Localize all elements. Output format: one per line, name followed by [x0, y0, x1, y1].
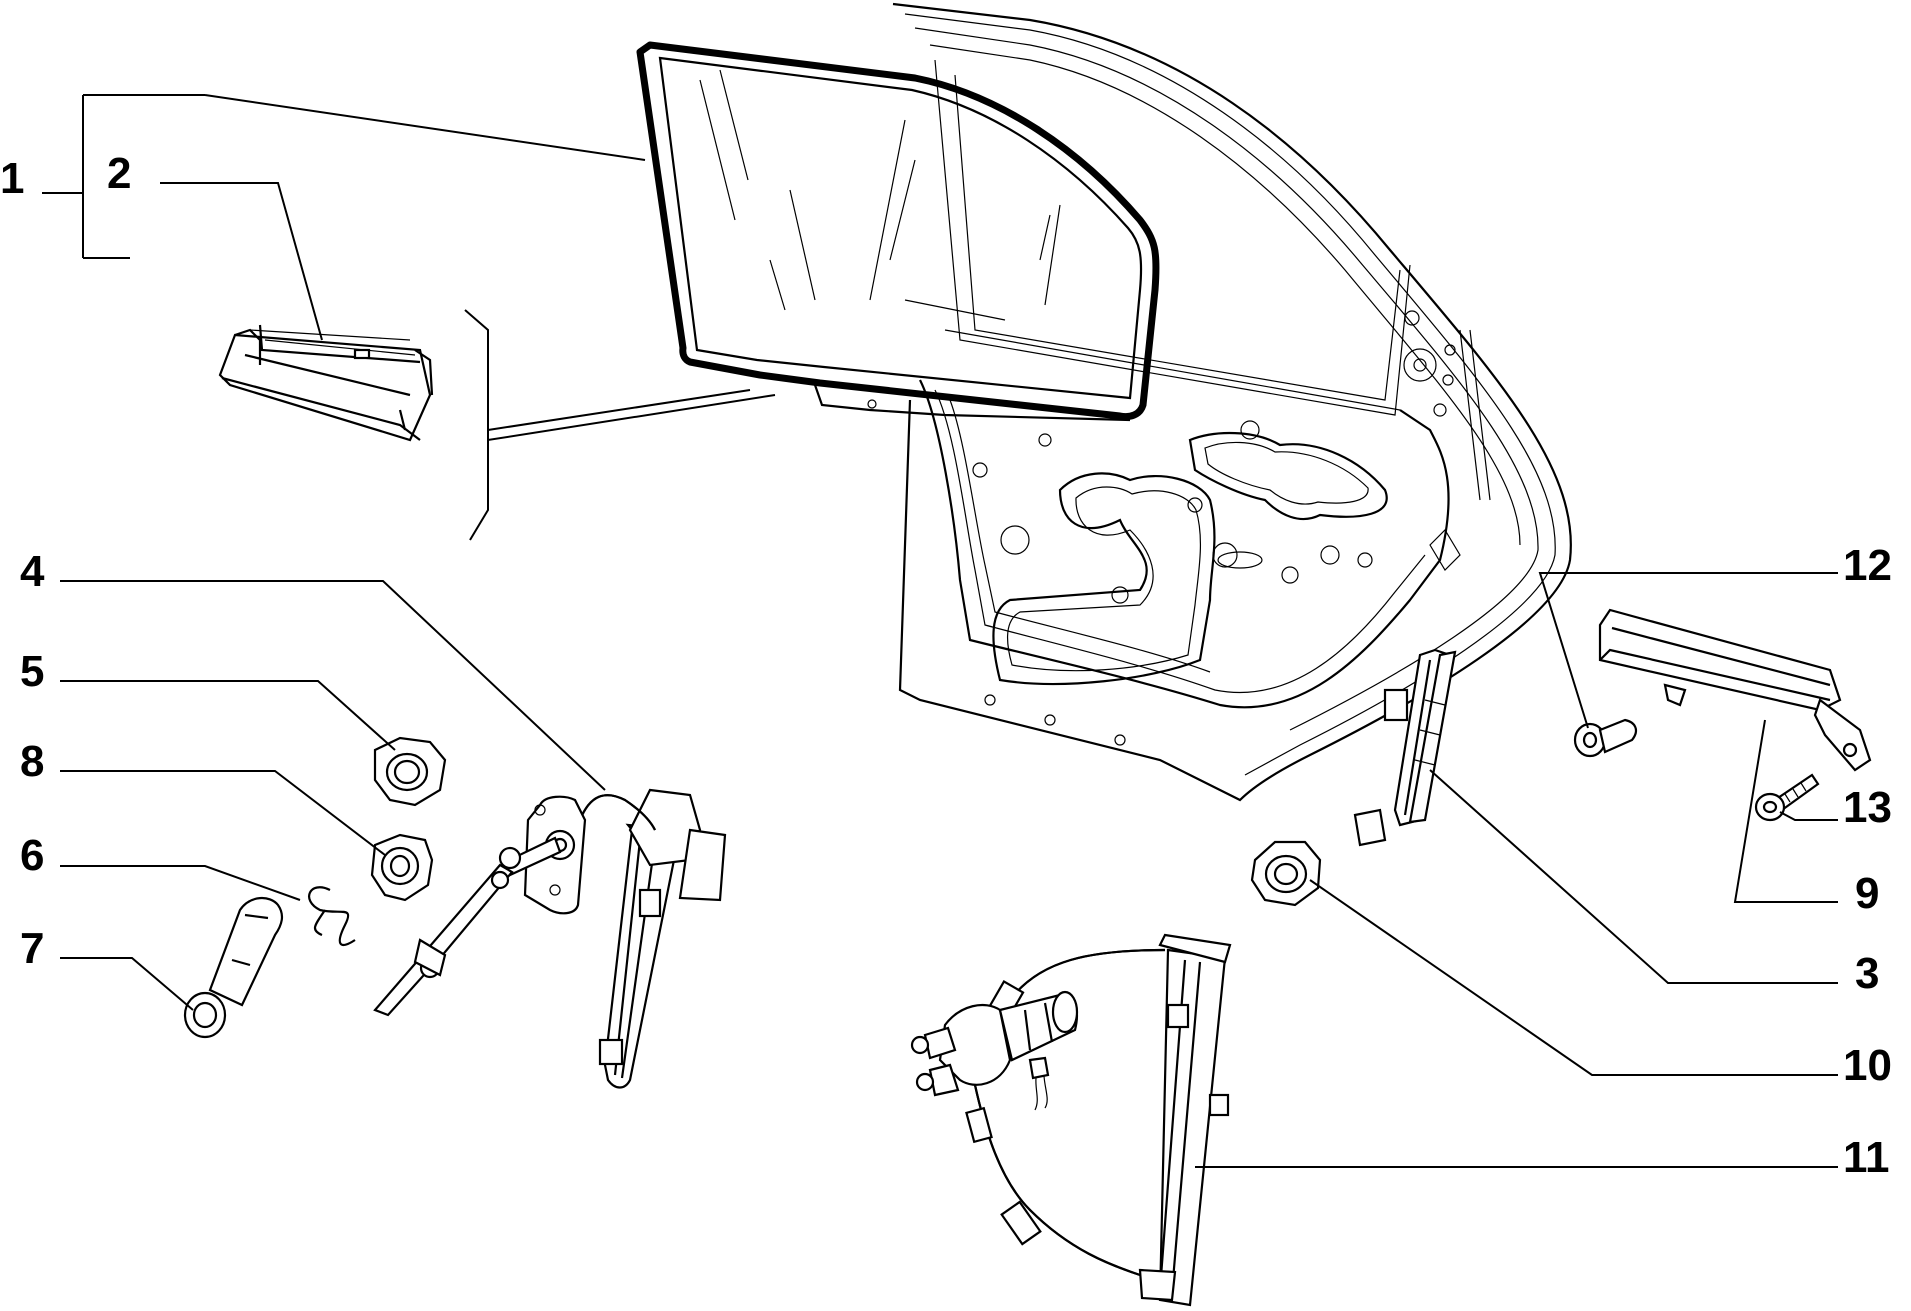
callout-9: 9 [1855, 869, 1879, 918]
leader-6 [60, 865, 301, 901]
leader-3 [1429, 769, 1838, 984]
leader-10 [1309, 879, 1838, 1076]
leader-7 [60, 957, 194, 1011]
spring-clip-part-6 [308, 886, 356, 947]
clip-part-12 [1573, 718, 1638, 758]
outer-seal-strip-part-9 [1598, 608, 1872, 772]
callout-11: 11 [1843, 1133, 1890, 1182]
window-channel-part-2 [218, 324, 434, 442]
callout-2: 2 [107, 149, 131, 198]
nut-part-5 [373, 736, 447, 807]
leader-9 [1733, 719, 1838, 903]
callout-10: 10 [1843, 1041, 1892, 1090]
window-glass [636, 41, 1160, 422]
leader-lines [42, 94, 1838, 1168]
leader-12 [1538, 572, 1838, 729]
leader-4 [60, 580, 606, 791]
callout-5: 5 [20, 647, 44, 696]
screw-part-13 [1754, 773, 1820, 822]
callout-8: 8 [20, 737, 44, 786]
leader-8 [60, 770, 386, 856]
leader-1 [42, 94, 205, 259]
callout-labels: 1 2 4 5 8 6 7 12 13 9 3 10 11 [0, 149, 1892, 1182]
callout-3: 3 [1855, 949, 1879, 998]
window-crank-part-7 [183, 897, 284, 1039]
electric-window-regulator-part-11 [910, 933, 1232, 1307]
glass-guide-part-3 [1353, 648, 1457, 847]
callout-13: 13 [1843, 783, 1892, 832]
callout-12: 12 [1843, 541, 1892, 590]
callout-1: 1 [0, 154, 24, 203]
leader-5 [60, 680, 396, 751]
manual-window-regulator-part-4 [373, 788, 727, 1089]
callout-6: 6 [20, 831, 44, 880]
nut-part-10 [1250, 840, 1322, 907]
nut-part-8 [370, 833, 434, 902]
leader-1-to-glass [204, 94, 646, 161]
door-shell [892, 2, 1572, 802]
leader-2 [160, 182, 323, 341]
callout-4: 4 [20, 547, 45, 596]
callout-7: 7 [20, 924, 44, 973]
leader-1-lower [464, 309, 776, 541]
leader-13 [1779, 811, 1838, 821]
